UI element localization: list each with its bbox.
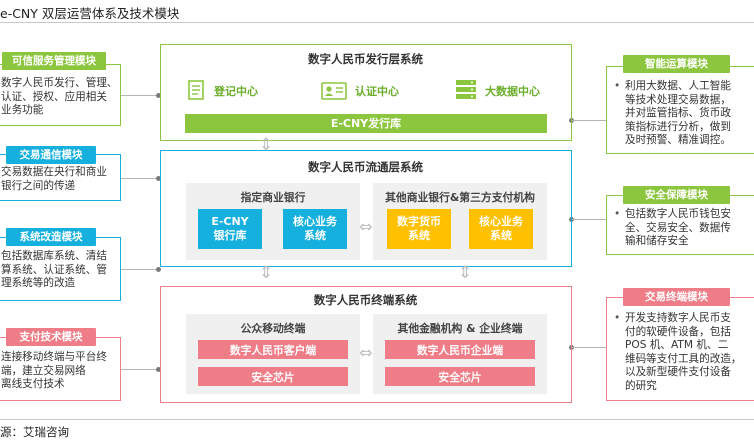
double-arrow-icon: ⇔ [359, 343, 373, 362]
smart-computing-module: 利用大数据、人工智能 等技术处理交易数据， 并对监管指标、货币政 策指标进行分析… [606, 66, 754, 154]
trusted-service-module: 数字人民币发行、管理、 认证、授权、应用相关 业务功能 [0, 64, 121, 126]
module-text-line: 业务功能 [1, 104, 44, 117]
bar-label: 数字人民币企业端 [416, 343, 504, 357]
connector-line [572, 120, 606, 121]
ecny-bank-ledger-box: E-CNY 银行库 [198, 209, 262, 249]
bar-label: 数字人民币客户端 [229, 343, 317, 357]
module-text-line: 银行之间的传递 [1, 179, 76, 192]
circulation-layer: 数字人民币流通层系统 指定商业银行 E-CNY 银行库 核心业务 系统 ⇔ 其他… [160, 150, 572, 267]
circulation-layer-title: 数字人民币流通层系统 [308, 160, 423, 174]
bar-label: 安全芯片 [438, 370, 482, 384]
module-bullet: 利用大数据、人工智能 等技术处理交易数据， 并对监管指标、货币政 策指标进行分析… [613, 80, 754, 148]
other-banks-panel: 其他商业银行&第三方支付机构 数字货币 系统 核心业务 系统 [373, 183, 547, 260]
double-arrow-icon: ⇕ [457, 263, 473, 283]
box-line: 银行库 [213, 229, 247, 242]
enterprise-wallet-app-bar: 数字人民币企业端 [385, 340, 535, 359]
system-upgrade-module-tag: 系统改造模块 [6, 228, 96, 246]
module-text-line: 理系统等的改造 [1, 277, 76, 290]
enterprise-terminal-title: 其他金融机构 & 企业终端 [397, 322, 523, 335]
registry-icon [188, 80, 204, 100]
transaction-communication-module-tag: 交易通信模块 [6, 146, 96, 164]
certification-center-label: 认证中心 [355, 85, 399, 98]
bar-label: 安全芯片 [251, 370, 295, 384]
module-bullet: 包括数字人民币钱包安 全、交易安全、数据传 输和储存安全 [613, 208, 754, 249]
module-text-line: 离线支付技术 [1, 378, 65, 391]
transaction-terminal-module-tag: 交易终端模块 [623, 288, 730, 306]
connector-line [121, 269, 159, 270]
module-text-line: 包括数据库系统、清结 [1, 250, 107, 262]
connector-dot [156, 176, 161, 181]
module-text-line: 认证、授权、应用相关 [1, 90, 107, 103]
issuance-layer: 数字人民币发行层系统 登记中心 认证中心 大数据中心 E-CNY发行库 [160, 44, 572, 141]
source-divider [0, 419, 754, 420]
payment-technology-module-tag: 支付技术模块 [6, 328, 96, 346]
module-text-line: 交易数据在央行和商业 [1, 166, 107, 178]
ecny-issuance-ledger: E-CNY发行库 [185, 114, 547, 133]
ecny-issuance-ledger-label: E-CNY发行库 [330, 117, 402, 130]
payment-technology-module: 连接移动终端与平台终 端，建立交易网络 离线支付技术 [0, 337, 121, 401]
other-banks-title: 其他商业银行&第三方支付机构 [385, 191, 535, 204]
security-module-tag: 安全保障模块 [623, 186, 730, 204]
smart-computing-module-tag: 智能运算模块 [623, 55, 730, 73]
certification-icon [321, 82, 347, 100]
designated-banks-panel: 指定商业银行 E-CNY 银行库 核心业务 系统 [186, 183, 360, 260]
public-mobile-terminal-panel: 公众移动终端 数字人民币客户端 安全芯片 [186, 314, 360, 394]
connector-line [572, 347, 606, 348]
double-arrow-icon: ⇕ [258, 135, 274, 155]
designated-banks-title: 指定商业银行 [240, 191, 306, 204]
box-line: E-CNY [211, 215, 249, 228]
enterprise-terminal-panel: 其他金融机构 & 企业终端 数字人民币企业端 安全芯片 [373, 314, 547, 394]
module-bullet: 开发支持数字人民币支 付的软硬件设备，包括 POS 机、ATM 机、二 维码等支… [613, 312, 754, 394]
terminal-layer: 数字人民币终端系统 公众移动终端 数字人民币客户端 安全芯片 ⇔ 其他金融机构 … [160, 286, 572, 403]
module-text-line: 连接移动终端与平台终 [1, 351, 107, 363]
database-icon [456, 80, 476, 99]
consumer-wallet-app-bar: 数字人民币客户端 [198, 340, 348, 359]
connector-line [121, 95, 159, 96]
security-module: 包括数字人民币钱包安 全、交易安全、数据传 输和储存安全 [606, 195, 754, 255]
terminal-layer-title: 数字人民币终端系统 [313, 293, 418, 307]
box-line: 系统 [490, 229, 512, 242]
box-line: 核心业务 [293, 215, 337, 228]
connector-line [121, 369, 159, 370]
public-mobile-terminal-title: 公众移动终端 [240, 322, 306, 335]
box-line: 数字货币 [397, 215, 441, 228]
page-title: e-CNY 双层运营体系及技术模块 [0, 6, 180, 21]
title-divider [0, 22, 754, 23]
system-upgrade-module: 包括数据库系统、清结 算系统、认证系统、管 理系统等的改造 [0, 237, 121, 301]
box-line: 系统 [408, 229, 430, 242]
transaction-terminal-module: 开发支持数字人民币支 付的软硬件设备，包括 POS 机、ATM 机、二 维码等支… [606, 297, 754, 401]
registry-center-label: 登记中心 [214, 85, 258, 98]
double-arrow-icon: ⇕ [258, 263, 274, 283]
double-arrow-icon: ⇔ [359, 217, 373, 236]
big-data-center-label: 大数据中心 [485, 85, 540, 98]
connector-line [572, 219, 606, 220]
trusted-service-module-tag: 可信服务管理模块 [2, 52, 106, 70]
module-text-line: 数字人民币发行、管理、 [1, 77, 118, 89]
core-business-system-box: 核心业务 系统 [469, 209, 533, 249]
digital-currency-system-box: 数字货币 系统 [387, 209, 451, 249]
module-text-line: 算系统、认证系统、管 [1, 263, 107, 276]
module-text-line: 端，建立交易网络 [1, 364, 86, 377]
source-note: 源：艾瑞咨询 [0, 425, 69, 439]
connector-dot [156, 93, 161, 98]
box-line: 核心业务 [479, 215, 523, 228]
core-business-system-box: 核心业务 系统 [283, 209, 347, 249]
connector-dot [156, 367, 161, 372]
box-line: 系统 [304, 229, 326, 242]
connector-dot [156, 267, 161, 272]
connector-line [121, 178, 159, 179]
security-chip-bar: 安全芯片 [198, 367, 348, 386]
issuance-layer-title: 数字人民币发行层系统 [308, 52, 423, 66]
security-chip-bar: 安全芯片 [385, 367, 535, 386]
